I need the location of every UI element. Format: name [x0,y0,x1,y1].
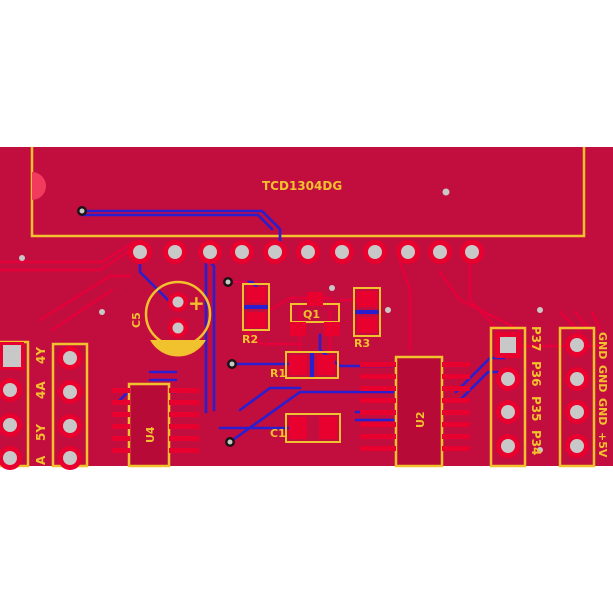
port-label-p37: P37 [529,326,543,352]
port-header [489,326,527,468]
sensor-pin-holes [133,245,479,259]
q1-label: Q1 [303,308,320,321]
c5-polarity-mark: + [188,291,205,315]
left-header-label-4: A [34,455,48,465]
power-label-5v: +5V [596,432,609,458]
left-header-label-3: 5Y [34,424,48,441]
power-label-gnd-1: GND [596,332,609,359]
sensor-outline [30,147,586,238]
r3-resistor [353,287,381,337]
left-header-inner [51,342,89,470]
power-header [558,326,596,468]
r1-label: R1 [270,367,286,380]
power-label-gnd-2: GND [596,365,609,392]
port-label-p35: P35 [529,396,543,422]
vias [19,188,543,453]
c5-label: C5 [130,312,143,328]
u2-label: U2 [414,411,427,428]
sensor-pin-row [128,240,484,264]
u4-chip [112,382,199,468]
power-label-gnd-3: GND [596,398,609,425]
r2-resistor [242,283,270,331]
left-header-label-2: 4A [34,381,48,399]
left-header-label-1: 4Y [34,347,48,364]
port-label-p36: P36 [529,361,543,387]
u2-chip [360,355,470,468]
c1-label: C1 [270,427,286,440]
sensor-pin-pads [128,240,484,264]
r3-label: R3 [354,337,370,350]
port-label-p34: P34 [529,430,543,456]
sensor-label: TCD1304DG [262,179,342,193]
r2-label: R2 [242,333,258,346]
left-header-outer [0,340,30,470]
u4-label: U4 [144,426,157,443]
r1-resistor [285,351,339,379]
c1-capacitor [285,413,341,443]
q1-transistor [290,292,340,336]
c5-capacitor [144,280,212,357]
